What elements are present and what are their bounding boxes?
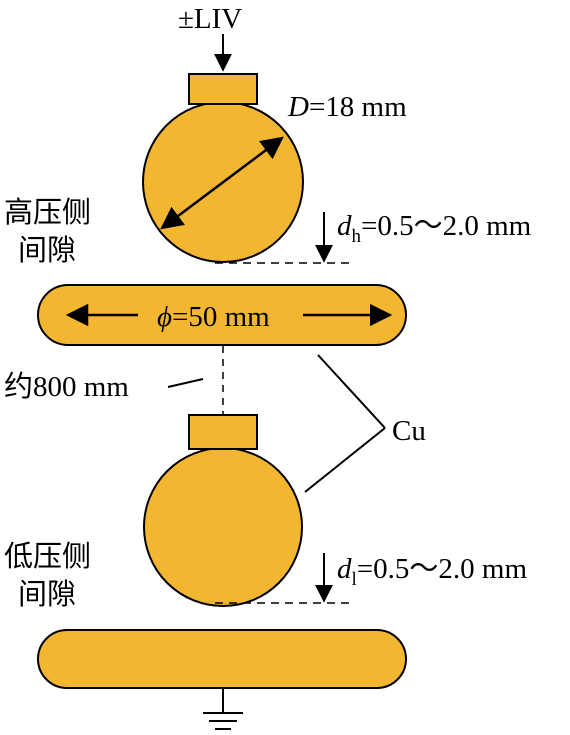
high-gap-label-line1: 高压侧 [4,196,91,229]
diameter-symbol: D [287,91,309,123]
dl-value: =0.5～2.0 mm [357,553,528,585]
dh-label: dh=0.5～2.0 mm [337,210,532,247]
lower-sphere-stem [188,414,258,450]
dl-subscript: l [352,569,357,590]
upper-plate-electrode [37,284,407,346]
phi-value: =50 mm [172,301,270,333]
diameter-label: D=18 mm [287,91,407,123]
phi-label: ϕ=50 mm [157,301,270,333]
voltage-label: ±LIV [178,3,242,35]
dl-symbol: d [337,553,352,585]
low-gap-label-line2: 间隙 [18,578,76,611]
distance-leader-line [167,378,204,388]
cu-leader-line-lower [304,427,386,493]
upper-sphere-stem [188,73,258,105]
material-label: Cu [392,415,426,447]
dh-symbol: d [337,210,352,242]
diameter-value: =18 mm [309,91,407,123]
phi-symbol: ϕ [157,301,172,333]
dl-label: dl=0.5～2.0 mm [337,553,527,590]
ground-symbol-icon [203,689,243,730]
high-gap-label-line2: 间隙 [18,234,76,267]
lower-sphere-electrode [143,447,303,607]
low-gap-label-line1: 低压侧 [4,540,91,573]
cu-leader-line-upper [317,354,386,429]
lower-plate-electrode [37,629,407,689]
dh-value: =0.5～2.0 mm [361,210,532,242]
diameter-arrow [160,136,284,230]
distance-label: 约800 mm [4,370,129,403]
dh-subscript: h [352,226,362,247]
